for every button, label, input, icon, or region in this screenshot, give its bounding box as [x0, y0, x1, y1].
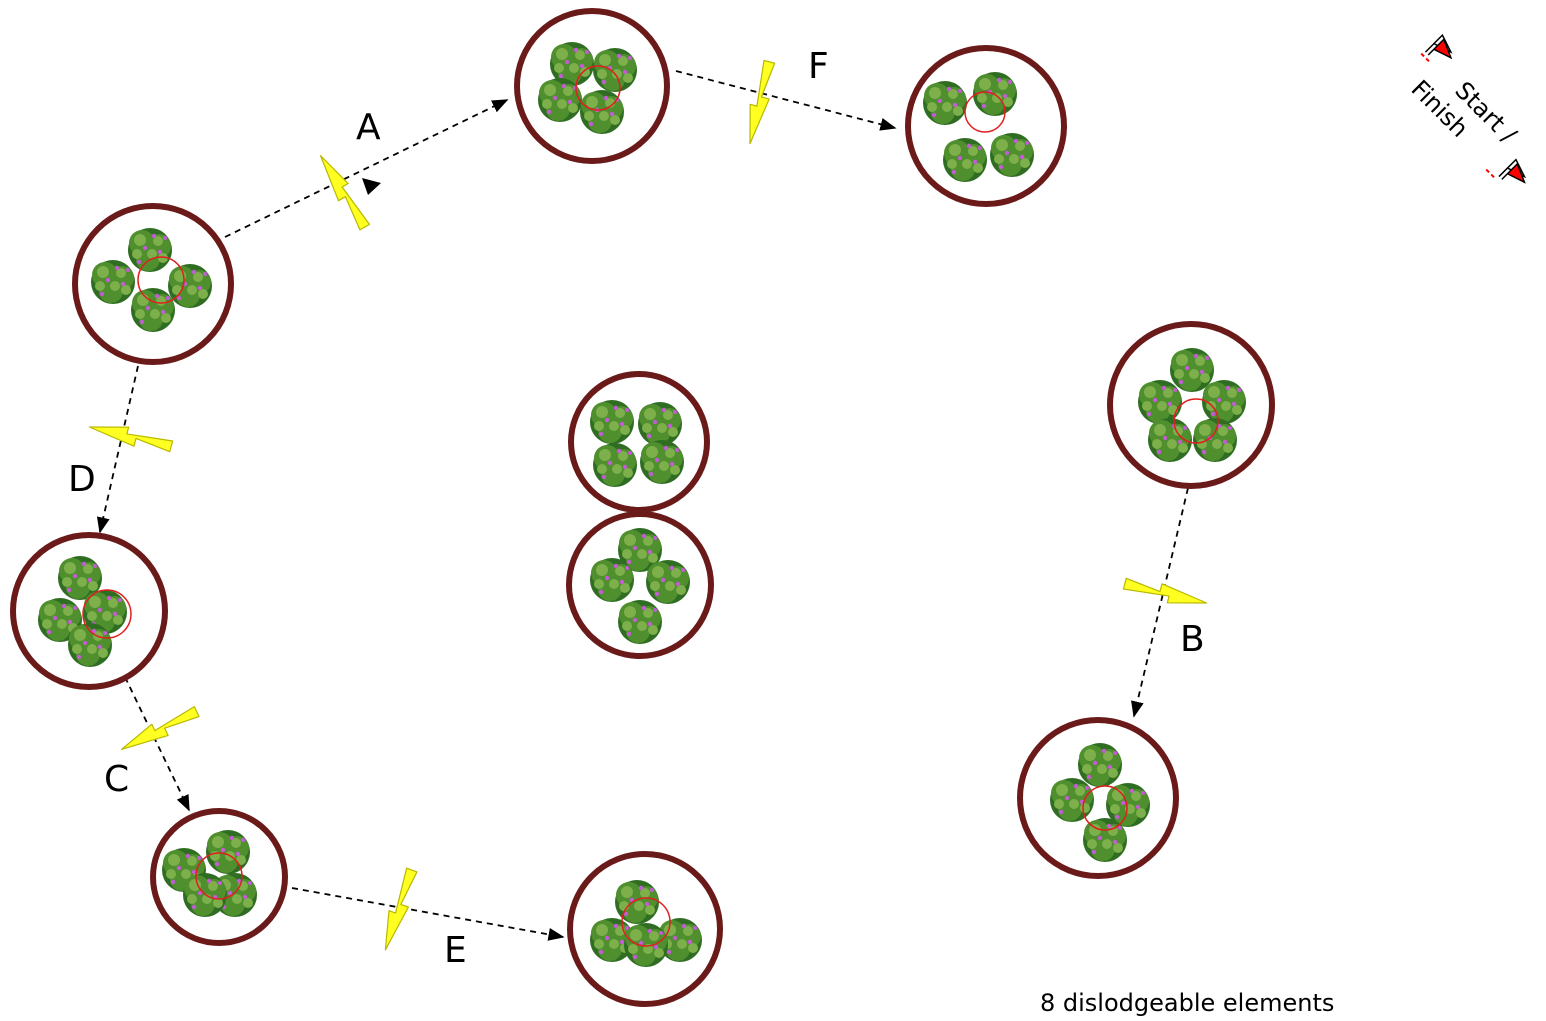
leg-e-path: [291, 887, 565, 941]
bolt-icon-leg-b: [1122, 573, 1210, 614]
bolt-icon-leg-f: [739, 59, 780, 147]
bush-obstacle-left-upper: [72, 203, 234, 365]
bush-obstacle-right-upper: [1107, 321, 1275, 489]
leg-label-c: C: [104, 759, 129, 800]
bush-obstacle-left-middle: [10, 532, 168, 690]
start-finish-flags-icon: [1420, 33, 1453, 63]
leg-f-path: [675, 70, 897, 131]
footnote-dislodgeable-elements: 8 dislodgeable elements: [1040, 989, 1334, 1017]
leg-d-path: [96, 365, 139, 534]
bush-obstacle-center-upper: [568, 371, 710, 513]
start-finish-legend: Start / Finish: [1406, 33, 1527, 184]
leg-c-path: [124, 676, 190, 812]
leg-label-f: F: [808, 46, 829, 87]
bush-obstacle-top-right: [905, 45, 1067, 207]
bush-obstacle-top-center: [514, 8, 670, 164]
bush-obstacle-bottom-center: [567, 851, 723, 1007]
leg-label-b: B: [1180, 619, 1205, 660]
leg-a-path: [224, 99, 509, 238]
leg-a-reverse-arrowhead: [362, 178, 381, 195]
course-legs: [96, 70, 1189, 941]
leg-label-e: E: [444, 930, 467, 971]
start-finish-flags-icon-2: [1485, 158, 1527, 184]
leg-label-a: A: [356, 107, 381, 148]
bolt-icon-leg-d: [86, 416, 174, 457]
bush-obstacle-bottom-left: [150, 808, 288, 946]
leg-label-d: D: [68, 459, 96, 500]
bush-obstacle-right-lower: [1017, 717, 1179, 879]
bush-obstacle-center-lower: [566, 511, 714, 659]
bolt-icon-leg-a: [313, 150, 372, 233]
